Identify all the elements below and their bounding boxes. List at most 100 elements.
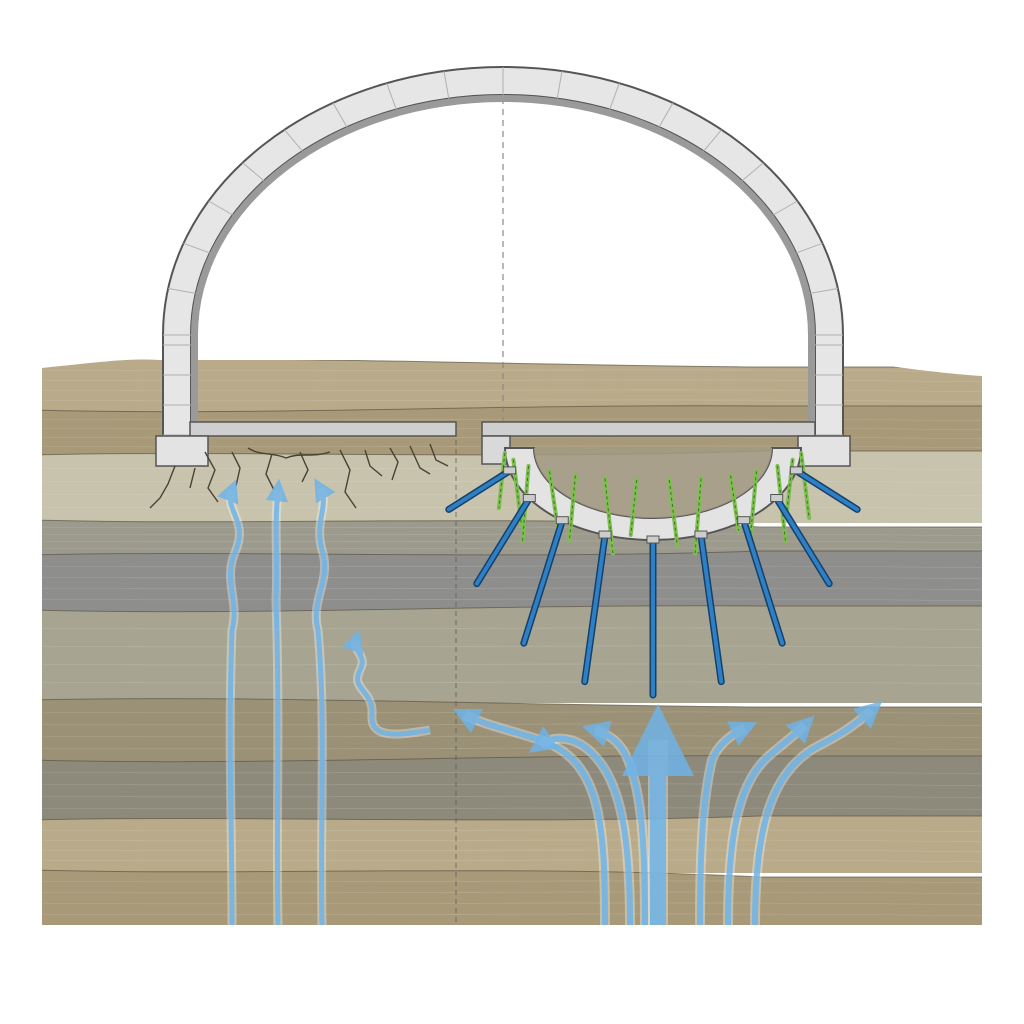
right-curved-invert [481, 421, 851, 541]
drain-collar [503, 466, 517, 475]
drain-collar [522, 494, 536, 503]
lining-joint [386, 82, 397, 110]
stratum-boundary [42, 405, 982, 413]
rock-bolt-thread [668, 479, 678, 546]
stratum-boundary [42, 359, 982, 368]
left-seepage-arrows [217, 478, 431, 926]
relief-drains [445, 466, 861, 699]
rock-bolt-thread [694, 478, 702, 554]
stratum-texture [42, 565, 982, 569]
stratum-texture [42, 771, 982, 775]
seepage-arrow [752, 701, 883, 926]
stratum-boundary [42, 815, 982, 821]
rock-bolt [496, 451, 507, 511]
lining-joint [443, 70, 450, 99]
lining-segment-joints [163, 67, 843, 436]
stratum-texture [42, 547, 982, 551]
stratum-band [42, 605, 982, 703]
stratum-texture [42, 902, 982, 906]
stratum-texture [42, 526, 982, 530]
lining-joint [556, 70, 563, 99]
drain-pipe [698, 533, 724, 684]
stratum-texture [42, 795, 982, 799]
rock-bolt-thread [749, 471, 757, 537]
stratum-texture [42, 598, 982, 602]
stratum-band [42, 816, 982, 873]
lining-joint [168, 287, 196, 294]
invert-arch-fill [534, 448, 772, 518]
seepage-arrow [528, 726, 633, 926]
seepage-arrow [341, 629, 431, 737]
lining-joint [183, 242, 210, 254]
right-footing [797, 435, 851, 467]
stratum-band [42, 359, 982, 413]
stratum-texture [42, 783, 982, 787]
lining-joint [703, 129, 722, 152]
drain-pipe [741, 518, 785, 646]
lining-joint [796, 242, 823, 254]
stratum-texture [42, 681, 982, 685]
stratum-texture [42, 913, 982, 917]
drain-collar [555, 516, 569, 525]
stratum-texture [42, 747, 982, 751]
drain-pipe [474, 496, 532, 586]
left-footing [155, 435, 209, 467]
stratum-texture [42, 467, 982, 471]
drain-pipe [582, 533, 608, 684]
stratum-boundary [42, 550, 982, 556]
rock-bolt-thread [800, 452, 810, 519]
seepage-arrow [217, 479, 242, 926]
rock-bolt-thread [604, 478, 614, 554]
drain-pipe [774, 496, 832, 586]
left-invert-slab [189, 421, 457, 437]
rock-bolt [628, 478, 639, 538]
seepage-arrow [725, 715, 815, 926]
lining-joint [609, 82, 620, 110]
stratum-texture [42, 587, 982, 591]
left-flat-invert [149, 421, 457, 509]
stratum-texture [42, 849, 982, 853]
drain-collar [646, 535, 660, 544]
drain-collar [598, 530, 612, 539]
stratum-band [42, 520, 982, 558]
stratum-boundary [42, 869, 982, 878]
stratum-texture [42, 859, 982, 863]
lining-joint [284, 129, 303, 152]
stratum-boundary [42, 605, 982, 613]
tunnel-lining [162, 66, 844, 441]
lining-joint [772, 200, 798, 216]
stratum-texture [42, 807, 982, 811]
seepage-arrow [265, 478, 289, 926]
lining-joint [208, 200, 234, 216]
stratum-band [42, 551, 982, 613]
lining-joint [741, 162, 764, 182]
drain-collar [694, 530, 708, 539]
lining-joint [658, 102, 674, 128]
stratum-texture [42, 533, 982, 537]
drain-collar [737, 516, 751, 525]
stratum-band [42, 870, 982, 925]
right-invert-slab [481, 421, 816, 437]
stratum-texture [42, 480, 982, 484]
lining-joint [810, 287, 838, 294]
lining-joint [242, 162, 265, 182]
stratum-texture [42, 576, 982, 580]
stratum-texture [42, 891, 982, 895]
stratum-texture [42, 540, 982, 544]
drain-pipe [446, 468, 512, 512]
drain-pipe [794, 468, 860, 512]
seepage-arrow [697, 721, 758, 926]
drain-collar [770, 494, 784, 503]
drain-pipe [521, 518, 565, 646]
lining-joint [332, 102, 348, 128]
drain-collar [789, 466, 803, 475]
seepage-arrow [452, 708, 608, 926]
stratum-texture [42, 645, 982, 649]
stratum-band [42, 755, 982, 823]
rock-bolt-thread [568, 475, 576, 541]
seepage-arrow [313, 478, 336, 926]
stratum-texture [42, 627, 982, 631]
stratum-texture [42, 663, 982, 667]
